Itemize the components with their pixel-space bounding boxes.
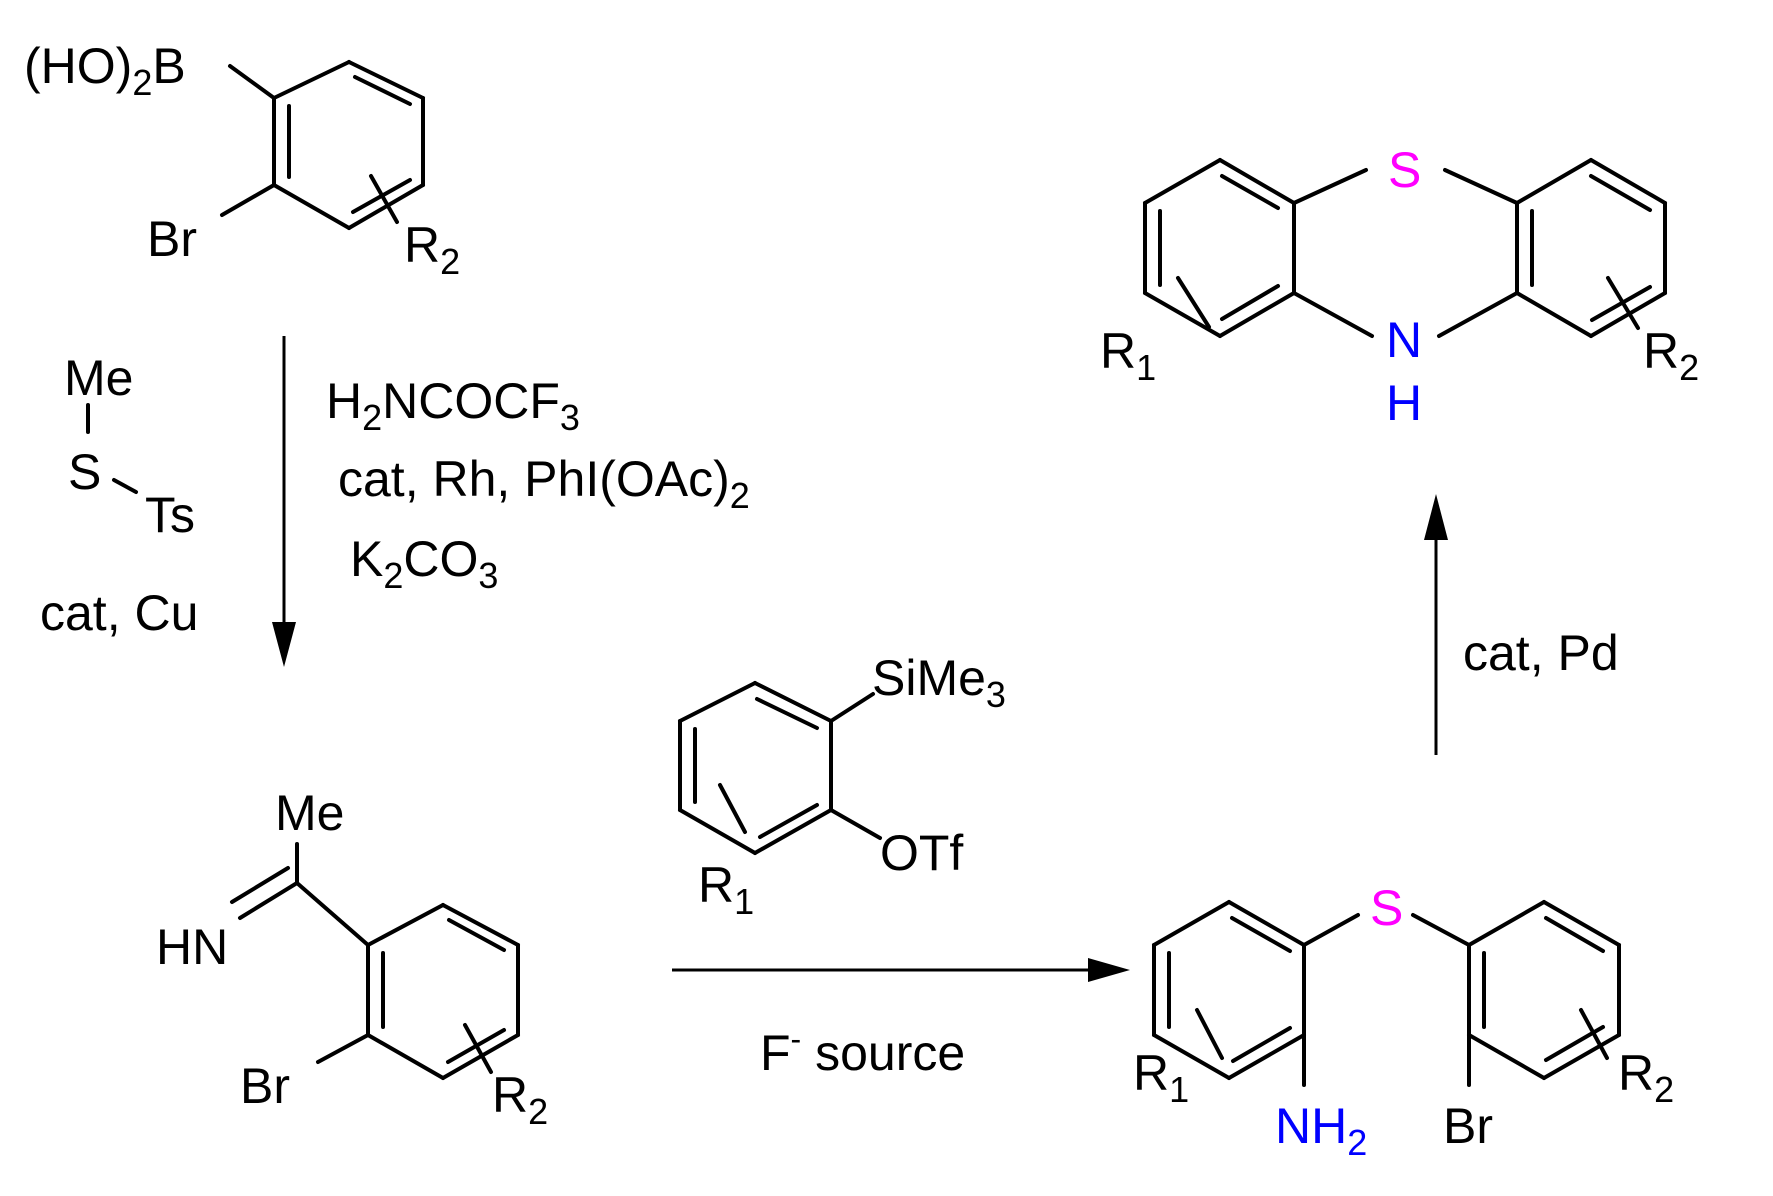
- imine-nh-label: HN: [156, 919, 228, 975]
- nitrogen-label: N: [1386, 312, 1422, 368]
- silyl-bond: [829, 692, 875, 723]
- sulfide-bond-right: [1411, 913, 1471, 947]
- substituent-bond: [463, 1023, 493, 1074]
- step1-conditions: H2NCOCF3 cat, Rh, PhI(OAc)2 K2CO3: [326, 373, 750, 596]
- sulfide-bond-left: [1302, 913, 1360, 947]
- sulfur-label: S: [68, 444, 101, 500]
- trifluoroacetamide-label: H2NCOCF3: [326, 373, 580, 438]
- r1-label: R1: [1133, 1045, 1189, 1110]
- r2-label: R2: [1643, 323, 1699, 388]
- rhodium-catalyst-label: cat, Rh, PhI(OAc)2: [338, 451, 750, 516]
- boronic-acid-molecule: (HO)2B Br R2: [24, 38, 460, 282]
- palladium-catalyst-label: cat, Pd: [1463, 625, 1619, 681]
- substituent-bond: [369, 174, 399, 224]
- thiazine-bond-n-right: [1437, 291, 1519, 338]
- r2-substituent-bond: [1606, 276, 1640, 330]
- boronic-acid-ring: [272, 60, 425, 230]
- r1-label: R1: [1100, 323, 1156, 388]
- imine-double-bond-b: [230, 866, 290, 904]
- thiazine-bond-n-left: [1292, 291, 1374, 338]
- step3-arrow: [1424, 494, 1448, 755]
- phenothiazine-molecule: S N H R1 R2: [1100, 142, 1699, 431]
- aryne-precursor-ring: [678, 681, 833, 855]
- methyl-label: Me: [275, 785, 344, 841]
- sulfur-label: S: [1370, 880, 1403, 936]
- r2-label: R2: [1618, 1045, 1674, 1110]
- aryne-precursor-molecule: SiMe3 OTf R1: [678, 650, 1006, 922]
- imine-molecule: Me HN Br R2: [156, 785, 548, 1132]
- fluoride-source-label: F- source: [760, 1021, 965, 1081]
- thiazine-bond-s-right: [1443, 168, 1519, 205]
- bromine-label: Br: [240, 1058, 290, 1114]
- bromine-label: Br: [147, 211, 197, 267]
- phenothiazine-right-ring: [1515, 158, 1667, 338]
- amine-label: NH2: [1275, 1098, 1367, 1163]
- phenothiazine-left-ring: [1143, 158, 1296, 338]
- triflate-label: OTf: [880, 825, 963, 881]
- substituent-bond: [718, 783, 747, 834]
- copper-catalyst-label: cat, Cu: [40, 585, 198, 641]
- imine-double-bond-a: [238, 881, 299, 920]
- tosyl-label: Ts: [145, 487, 195, 543]
- thiazine-bond-s-left: [1292, 168, 1368, 205]
- imine-ring: [366, 903, 520, 1080]
- r2-substituent-bond: [1579, 1008, 1609, 1060]
- step2-arrow: [672, 958, 1130, 982]
- r2-label: R2: [404, 217, 460, 282]
- bromine-bond: [220, 183, 276, 217]
- boron-bond: [228, 64, 276, 100]
- potassium-carbonate-label: K2CO3: [350, 531, 498, 596]
- boronic-acid-label: (HO)2B: [24, 38, 186, 103]
- bromine-label: Br: [1443, 1098, 1493, 1154]
- trimethylsilyl-label: SiMe3: [872, 650, 1006, 715]
- methylthio-tosylate-reagent: Me S Ts: [64, 350, 195, 543]
- r1-substituent-bond: [1176, 276, 1211, 329]
- diaryl-sulfide-molecule: S NH2 Br R1 R2: [1133, 880, 1674, 1163]
- aniline-ring: [1152, 900, 1306, 1080]
- triflate-bond: [829, 808, 882, 840]
- r1-label: R1: [698, 857, 754, 922]
- step1-arrow: [272, 336, 296, 667]
- sulfur-label: S: [1388, 142, 1421, 198]
- methyl-label: Me: [64, 350, 133, 406]
- r2-label: R2: [492, 1067, 548, 1132]
- bromoarene-ring: [1467, 900, 1621, 1080]
- nh-hydrogen-label: H: [1386, 375, 1422, 431]
- bromine-bond: [316, 1033, 370, 1064]
- r1-substituent-bond: [1195, 1008, 1224, 1060]
